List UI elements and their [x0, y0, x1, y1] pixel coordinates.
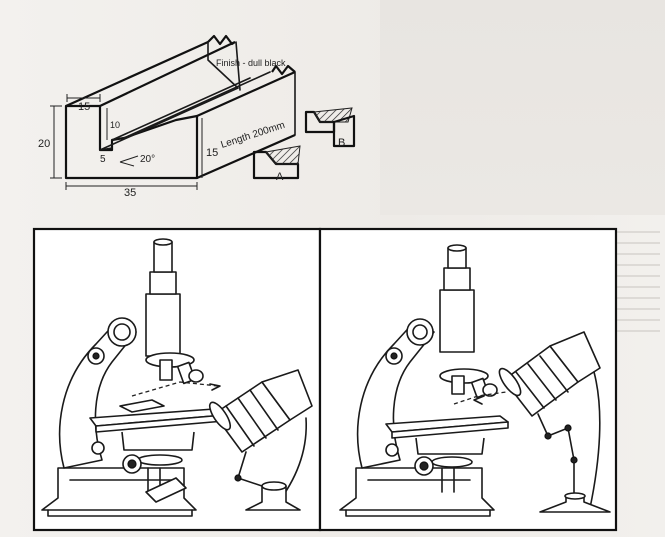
- channel-technical-drawing: Finish - dull black Length 200mm 15 10 2…: [38, 34, 356, 199]
- dim-5: 5: [100, 154, 106, 165]
- microscope-panels: [32, 227, 618, 532]
- finish-label: Finish - dull black: [216, 58, 286, 68]
- length-label: Length 200mm: [220, 120, 287, 151]
- detail-b: B: [304, 107, 356, 149]
- dim-width-base: 35: [124, 187, 136, 199]
- dim-width-top: 15: [78, 101, 90, 113]
- dimension-lines: [50, 94, 203, 190]
- channel-outline: [64, 34, 296, 180]
- detail-b-label: B: [338, 137, 345, 149]
- left-lamp: [208, 369, 313, 511]
- left-microscope-illustration: [41, 238, 313, 517]
- dim-10: 10: [110, 120, 120, 130]
- bleed-through-area: [380, 0, 665, 215]
- dim-height: 20: [38, 138, 50, 150]
- detail-a: A: [252, 145, 301, 183]
- dim-angle: 20°: [140, 154, 155, 165]
- right-microscope-illustration: [339, 244, 611, 517]
- right-lamp: [498, 331, 611, 513]
- dim-15-right: 15: [206, 147, 218, 159]
- detail-a-label: A: [276, 171, 284, 183]
